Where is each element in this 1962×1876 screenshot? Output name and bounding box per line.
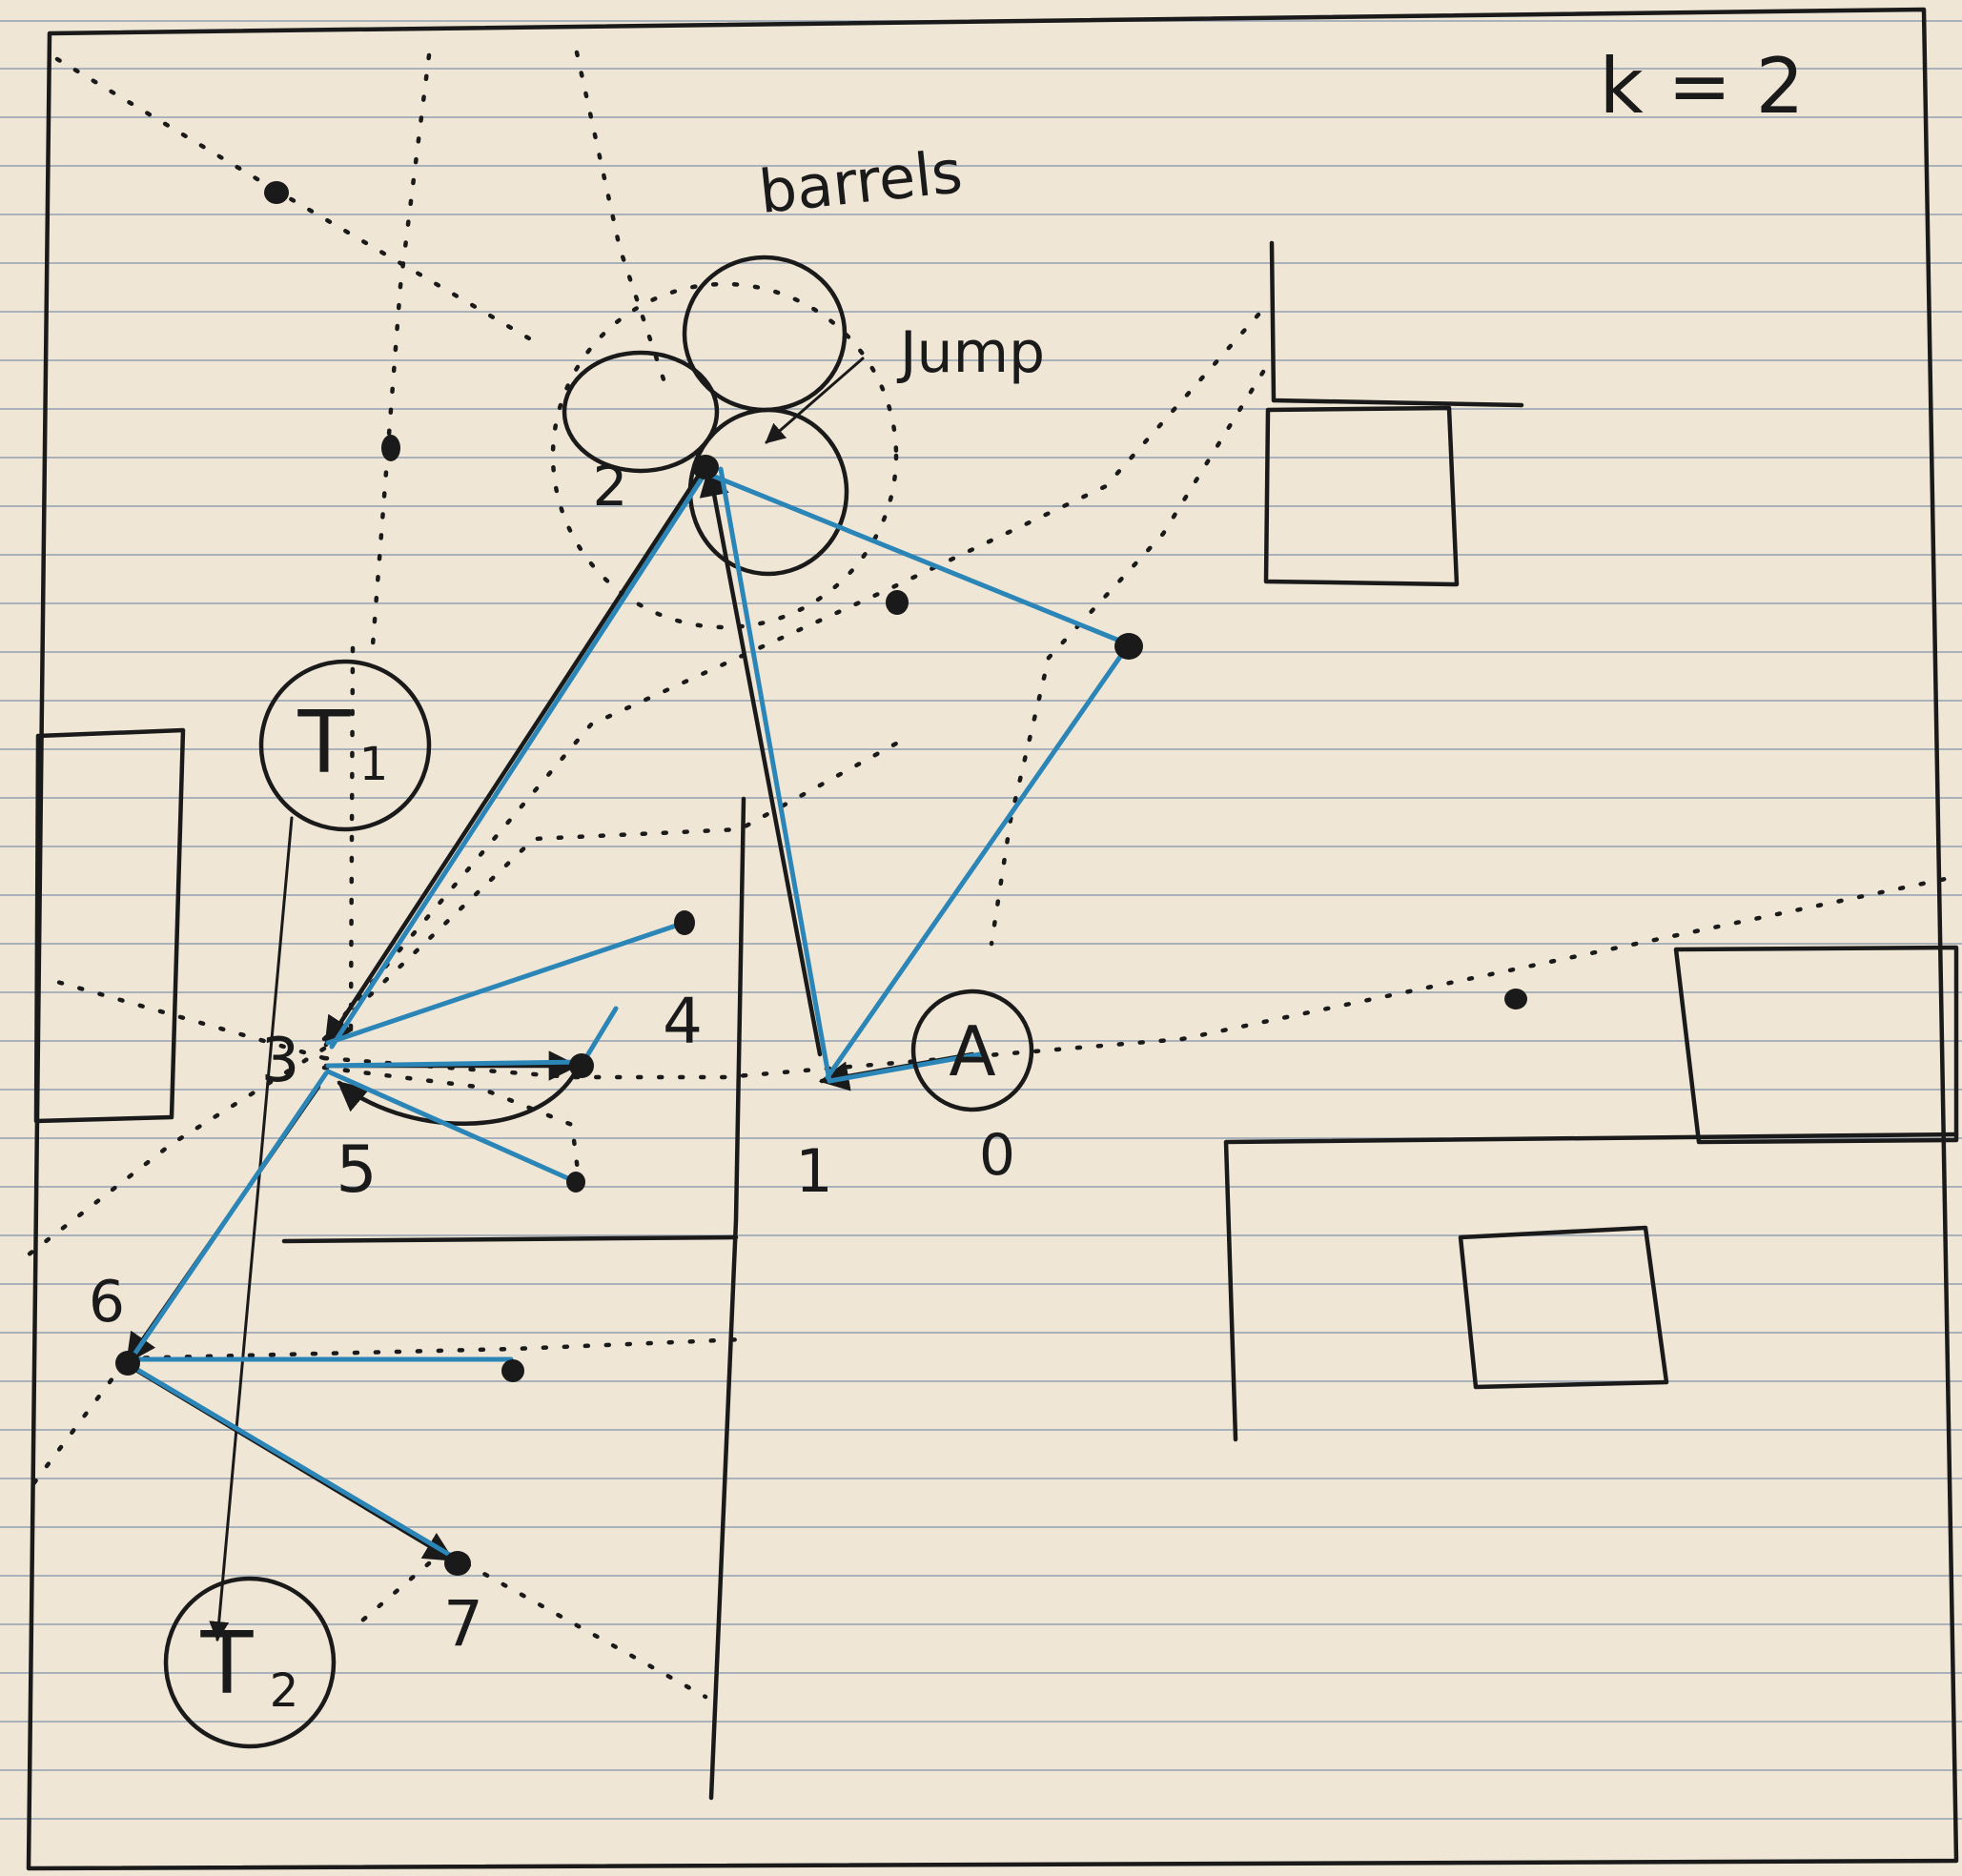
target-1-label: T [297, 693, 352, 793]
waypoint-label-1: 1 [795, 1136, 832, 1206]
waypoint-label-3: 3 [261, 1026, 300, 1096]
left-wall-block [33, 727, 186, 1124]
waypoint-label-2: 2 [593, 454, 628, 519]
target-2-subscript: 2 [270, 1664, 299, 1718]
map-border [26, 7, 1959, 1871]
center-horizontal-wall [281, 1234, 739, 1244]
waypoint-labels: 0 1 2 3 4 5 6 7 [89, 454, 1015, 1661]
waypoint-label-4: 4 [663, 985, 703, 1058]
target-1-subscript: 1 [359, 738, 389, 791]
right-crate [1673, 945, 1959, 1145]
center-vertical-wall [708, 796, 746, 1801]
top-right-wall [1269, 240, 1524, 408]
agent-node: A [910, 989, 1034, 1112]
target-2-label: T [200, 1614, 255, 1714]
waypoint-label-6: 6 [89, 1269, 125, 1336]
ruled-lines [0, 20, 1962, 1820]
obstacles [33, 240, 1959, 1801]
waypoint-dots [115, 181, 1527, 1576]
barrels [550, 255, 899, 630]
right-ledge [1223, 1132, 1959, 1442]
agent-label: A [949, 1011, 995, 1091]
lower-right-crate [1458, 1225, 1669, 1390]
blue-path [127, 466, 1132, 1562]
jump-label: Jump [896, 319, 1045, 386]
waypoint-label-0: 0 [979, 1122, 1015, 1189]
waypoint-label-7: 7 [443, 1587, 483, 1661]
k-label: k = 2 [1599, 42, 1804, 131]
target-2-node: T 2 [163, 1576, 337, 1749]
top-right-crate [1263, 405, 1460, 587]
visibility-lines [21, 50, 1957, 1700]
waypoint-label-5: 5 [336, 1132, 377, 1208]
target-1-node: T 1 [258, 659, 432, 832]
